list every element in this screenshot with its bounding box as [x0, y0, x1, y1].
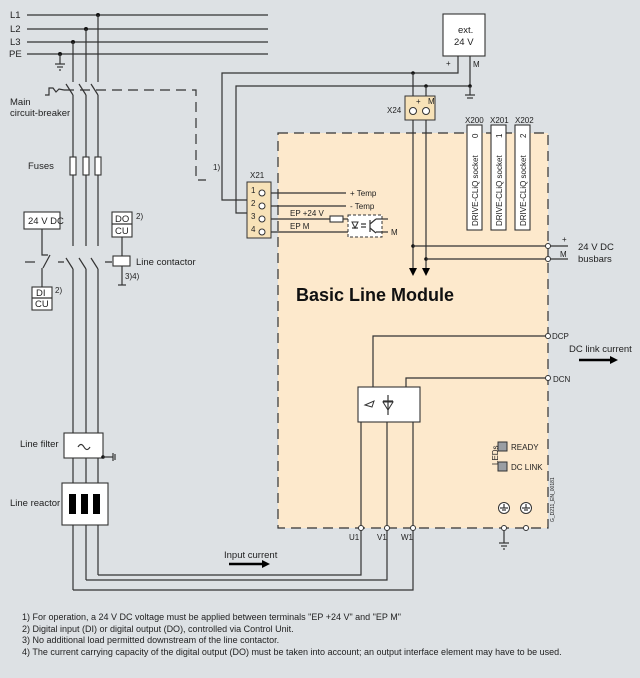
socket-x202 [514, 124, 531, 231]
led-dc-link [497, 461, 508, 472]
drawing-id: G_D211_EN_00181 [550, 477, 556, 522]
x21-pin-1: 1 [251, 186, 256, 195]
fuse-1 [69, 156, 77, 176]
label-dcp: DCP [552, 332, 569, 341]
footnote-1: 1) For operation, a 24 V DC voltage must… [22, 612, 401, 622]
label-x24-plus: + [416, 97, 421, 106]
socket-x202-label: DRIVE-CLiQ socket [519, 155, 528, 226]
footnote-2: 2) Digital input (DI) or digital output … [22, 623, 294, 634]
label-fuses: Fuses [28, 161, 54, 172]
x21-signal-epm: EP M [290, 222, 310, 231]
label-main-breaker-2: circuit-breaker [10, 108, 70, 119]
terminal-w1: W1 [401, 533, 414, 542]
pe-terminal-icon [520, 502, 532, 514]
label-line-contactor: Line contactor [136, 257, 196, 268]
ext-24v-box [442, 13, 486, 57]
x21-pin-2: 2 [251, 199, 256, 208]
phase-conductors: 1) [45, 15, 220, 590]
footnote-3: 3) No additional load permitted downstre… [22, 635, 280, 645]
dc-link-arrow-icon [579, 356, 618, 364]
socket-x202-id: X202 [515, 116, 534, 125]
label-ext: ext. [458, 25, 473, 36]
label-x24-m: M [428, 97, 435, 106]
label-busbar-m: M [560, 250, 567, 259]
socket-x200 [466, 124, 483, 231]
ground-icon [499, 542, 509, 550]
x21-signal-temp-plus: + Temp [350, 189, 377, 198]
terminal-u1: U1 [349, 533, 360, 542]
module-border [277, 132, 549, 529]
label-di-cu: CU [35, 299, 49, 310]
pe-terminal-icon [498, 502, 510, 514]
socket-x201-id: X201 [490, 116, 509, 125]
footnote-2-marker-do: 2) [136, 212, 143, 221]
drive-cliq-sockets: X200 X201 X202 DRIVE-CLiQ socket DRIVE-C… [465, 116, 534, 231]
socket-x201-num: 1 [495, 133, 504, 138]
reactor-coil-3 [93, 494, 100, 514]
rectifier-box [357, 386, 421, 423]
label-do: DO [115, 214, 129, 225]
module-title: Basic Line Module [296, 285, 454, 305]
x24-terminal-block [404, 95, 436, 121]
label-l1: L1 [10, 10, 21, 21]
label-input-current: Input current [224, 550, 278, 561]
terminal-v1: V1 [377, 533, 387, 542]
x21-signal-temp-minus: - Temp [350, 202, 375, 211]
ground-icon [55, 63, 65, 71]
label-dcn: DCN [553, 375, 571, 384]
x21-pins: 1 2 3 4 [251, 186, 266, 236]
socket-x201 [490, 124, 507, 231]
fuse-2 [82, 156, 90, 176]
label-x21: X21 [250, 171, 265, 180]
rectifier-icon [363, 395, 394, 415]
label-line-filter: Line filter [20, 439, 59, 450]
label-busbars-2: busbars [578, 254, 612, 265]
label-24v-dc: 24 V DC [28, 216, 64, 227]
input-current-arrow-icon [229, 560, 270, 568]
label-ext-24v: 24 V [454, 37, 474, 48]
filter-symbol-icon [77, 443, 91, 451]
footnote-4: 4) The current carrying capacity of the … [22, 646, 562, 657]
fuse-3 [94, 156, 102, 176]
label-l2: L2 [10, 24, 21, 35]
resistor [329, 215, 344, 223]
label-ext-m: M [473, 60, 480, 69]
footnote-1-marker: 1) [213, 163, 220, 172]
label-dc-link-current: DC link current [569, 344, 632, 355]
x21-pin-3: 3 [251, 212, 256, 221]
label-l3: L3 [10, 37, 21, 48]
footnotes: 1) For operation, a 24 V DC voltage must… [22, 612, 562, 658]
label-busbars-1: 24 V DC [578, 242, 614, 253]
label-do-cu: CU [115, 226, 129, 237]
footnote-34-marker: 3)4) [125, 272, 140, 281]
optocoupler-icon [351, 218, 377, 234]
label-main-breaker-1: Main [10, 97, 31, 108]
label-led-dc-link: DC LINK [511, 463, 543, 472]
label-busbar-plus: + [562, 235, 567, 244]
label-line-reactor: Line reactor [10, 498, 60, 509]
label-x24: X24 [387, 106, 402, 115]
reactor-coil-1 [69, 494, 76, 514]
socket-x201-label: DRIVE-CLiQ socket [495, 155, 504, 226]
footnote-2-marker-di: 2) [55, 286, 62, 295]
optocoupler-box [347, 214, 383, 238]
x21-signal-ep24: EP +24 V [290, 209, 325, 218]
led-ready [497, 441, 508, 452]
label-led-ready: READY [511, 443, 539, 452]
supply-lines: L1 L2 L3 PE [9, 10, 268, 71]
optocoupler-m: M [391, 228, 398, 237]
label-pe: PE [9, 49, 22, 60]
socket-x200-label: DRIVE-CLiQ socket [471, 155, 480, 226]
socket-x200-id: X200 [465, 116, 484, 125]
label-di: DI [36, 288, 46, 299]
label-leds: LEDs [491, 445, 500, 465]
socket-x202-num: 2 [519, 133, 528, 138]
socket-x200-num: 0 [471, 133, 480, 138]
reactor-coil-2 [81, 494, 88, 514]
label-ext-plus: + [446, 59, 451, 68]
contactor-coil [112, 255, 131, 267]
x21-pin-4: 4 [251, 225, 256, 234]
